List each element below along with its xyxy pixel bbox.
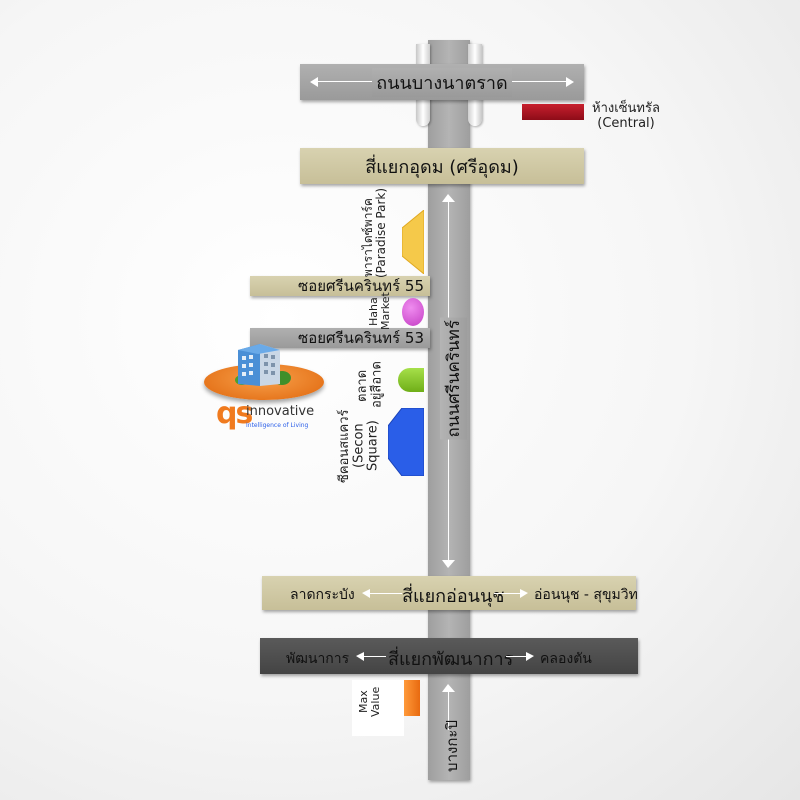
soi-53-road: ซอยศรีนครินทร์ 53 <box>250 328 430 348</box>
talad-label-2: อยู่สีอาด <box>369 361 385 408</box>
arrow-left-icon <box>362 589 370 598</box>
paradise-park-en: (Paradise Park) <box>374 187 389 278</box>
arrow-right-icon <box>566 77 574 87</box>
lat-krabang-label: ลาดกระบัง <box>290 587 355 603</box>
arrow-right-icon <box>520 589 528 598</box>
arrow-up-icon <box>442 194 455 202</box>
second-square-label: ซีคอนสแควร์ (Secon Square) <box>337 404 381 488</box>
soi-55-road: ซอยศรีนครินทร์ 55 <box>250 276 430 296</box>
arrow-left-icon <box>310 77 318 87</box>
max-value-label: Max Value <box>357 682 383 722</box>
haha-market-label-1: Haha <box>367 297 380 327</box>
haha-market-label: Haha Market <box>367 292 393 330</box>
logo-mark: qs <box>216 396 253 431</box>
phatthanakan-label: พัฒนาการ <box>286 651 350 667</box>
soi-53-label: ซอยศรีนครินทร์ 53 <box>298 329 424 347</box>
max-value-label-bg <box>352 680 404 736</box>
soi-55-label: ซอยศรีนครินทร์ 55 <box>298 277 424 295</box>
logo: qs innovative Intelligence of Living <box>216 396 326 438</box>
central-marker <box>522 104 584 120</box>
arrow-right-icon <box>526 652 534 661</box>
paradise-park-th: พาราไดซ์พาร์ค <box>361 198 375 278</box>
central-label-th: ห้างเซ็นทรัล <box>592 101 660 116</box>
bang-kapi-label: บางกะปิ <box>443 720 461 772</box>
max-value-marker <box>404 680 420 716</box>
bang-na-trat-label: ถนนบางนาตราด <box>372 67 512 97</box>
max-value-label-1: Max <box>357 690 370 714</box>
on-nut-sukhumvit-label: อ่อนนุช - สุขุมวิท <box>534 587 638 603</box>
project-location: qs innovative Intelligence of Living <box>204 340 324 440</box>
logo-name: innovative <box>246 404 315 419</box>
haha-market-marker <box>402 298 424 326</box>
second-square-marker <box>388 408 424 476</box>
logo-tagline: Intelligence of Living <box>246 422 309 429</box>
central-label: ห้างเซ็นทรัล (Central) <box>586 101 666 132</box>
building-icon <box>235 344 291 386</box>
haha-market-label-2: Market <box>379 292 393 330</box>
udom-junction-road: สี่แยกอุดม (ศรีอุดม) <box>300 148 584 184</box>
second-square-en1: (Secon <box>351 423 367 469</box>
udom-junction-label: สี่แยกอุดม (ศรีอุดม) <box>365 156 519 178</box>
second-square-th: ซีคอนสแควร์ <box>337 409 352 483</box>
arrow-up-icon <box>442 684 455 692</box>
talad-marker <box>398 368 424 392</box>
arrow-left-icon <box>356 652 364 661</box>
talad-label: ตลาด อยู่สีอาด <box>355 361 385 408</box>
second-square-en2: Square) <box>365 420 381 472</box>
srinagarindra-label: ถนนศรีนครินทร์ <box>440 318 467 440</box>
bang-na-trat-road: ถนนบางนาตราด <box>300 64 584 100</box>
phatthanakan-junction-road: พัฒนาการ สี่แยกพัฒนาการ คลองตัน <box>260 638 638 674</box>
max-value-label-2: Value <box>369 686 383 718</box>
central-label-en: (Central) <box>597 115 655 131</box>
arrow-down-icon <box>442 560 455 568</box>
phatthanakan-junction-label: สี่แยกพัฒนาการ <box>388 649 514 670</box>
paradise-park-label: พาราไดซ์พาร์ค (Paradise Park) <box>361 188 388 278</box>
paradise-park-marker <box>402 210 424 274</box>
khlong-tan-label: คลองตัน <box>540 651 592 667</box>
talad-label-1: ตลาด <box>355 369 370 403</box>
on-nut-junction-label: สี่แยกอ่อนนุช <box>402 586 505 607</box>
on-nut-junction-road: ลาดกระบัง สี่แยกอ่อนนุช อ่อนนุช - สุขุมว… <box>262 576 638 610</box>
